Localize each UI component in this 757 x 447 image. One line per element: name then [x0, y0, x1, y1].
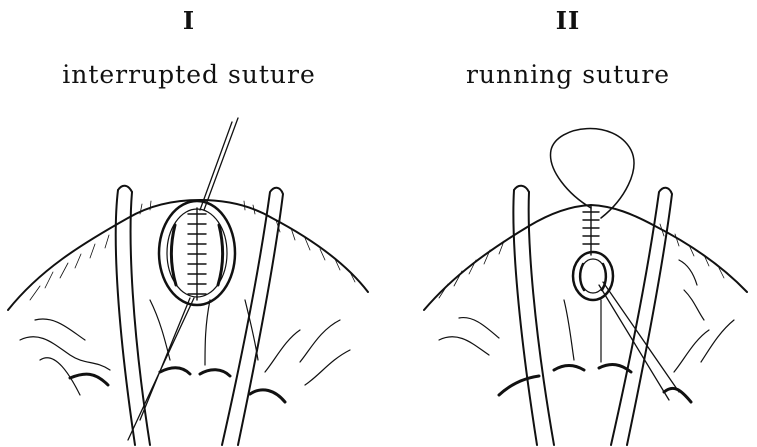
running-suture-illustration [379, 0, 757, 447]
panel-interrupted-suture: I interrupted suture [0, 0, 378, 447]
interrupted-suture-illustration [0, 0, 378, 447]
panel-running-suture: II running suture [379, 0, 757, 447]
